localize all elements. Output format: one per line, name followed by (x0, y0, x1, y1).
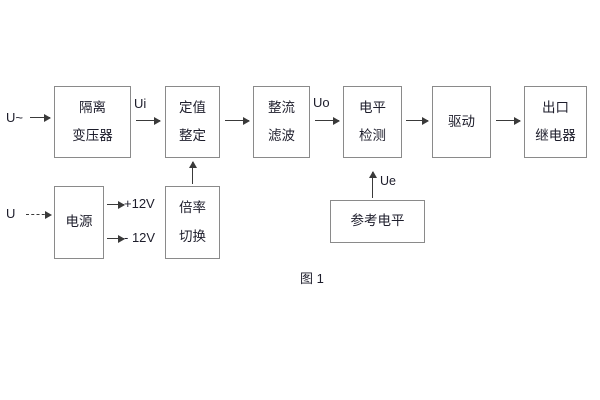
block-setting-value-line1: 定值 (179, 99, 206, 115)
arrow-reference-to-leveldetect (372, 172, 374, 198)
arrow-setting-to-rectify (225, 120, 249, 122)
block-rectify-filter[interactable]: 整流 滤波 (253, 86, 310, 158)
block-multiplier-switch-line1: 倍率 (179, 200, 206, 216)
ac-input-text: U~ (6, 110, 23, 125)
block-reference-level[interactable]: 参考电平 (330, 200, 425, 243)
dc-input-label: U (6, 206, 15, 221)
signal-ue-text: Ue (380, 174, 396, 188)
arrow-leveldetect-to-driver (406, 120, 428, 122)
signal-ui-text: Ui (134, 96, 147, 111)
arrow-multiplier-to-setting (192, 162, 194, 184)
arrow-driver-to-relay (496, 120, 520, 122)
signal-ui-label: Ui (134, 96, 146, 111)
block-isolation-transformer-line1: 隔离 (79, 99, 106, 115)
block-level-detect-line2: 检测 (359, 128, 386, 143)
signal-pos12v-text: +12V (124, 196, 155, 211)
block-output-relay-line1: 出口 (542, 99, 569, 115)
block-power-supply[interactable]: 电源 (54, 186, 104, 259)
ac-input-arrow (30, 117, 50, 119)
block-reference-level-line1: 参考电平 (350, 213, 405, 229)
block-rectify-filter-line1: 整流 (268, 99, 295, 115)
arrow-rectify-to-leveldetect (315, 120, 339, 122)
arrow-power-pos12v (107, 204, 124, 206)
ac-input-label: U~ (6, 110, 23, 125)
block-setting-value[interactable]: 定值 整定 (165, 86, 220, 158)
figure-caption-text: 图 1 (300, 271, 324, 286)
signal-neg12v-text: - 12V (124, 230, 156, 245)
signal-pos12v-label: +12V (124, 196, 155, 211)
block-isolation-transformer[interactable]: 隔离 变压器 (54, 86, 131, 158)
block-multiplier-switch[interactable]: 倍率 切换 (165, 186, 220, 259)
signal-neg12v-label: - 12V (124, 230, 155, 245)
signal-uo-label: Uo (313, 95, 330, 110)
block-multiplier-switch-line2: 切换 (179, 228, 206, 244)
signal-uo-text: Uo (313, 95, 330, 110)
block-rectify-filter-line2: 滤波 (268, 128, 295, 143)
block-driver-line1: 驱动 (448, 113, 475, 129)
figure-caption: 图 1 (300, 268, 324, 287)
block-output-relay[interactable]: 出口 继电器 (524, 86, 587, 158)
block-power-supply-line1: 电源 (65, 214, 93, 230)
arrow-transformer-to-setting (136, 120, 160, 122)
block-level-detect-line1: 电平 (359, 99, 386, 115)
signal-ue-label: Ue (380, 174, 396, 188)
dc-input-dashed-lead (26, 214, 50, 215)
arrow-power-neg12v (107, 238, 124, 240)
dc-input-text: U (6, 206, 16, 221)
block-isolation-transformer-line2: 变压器 (72, 128, 113, 143)
block-driver[interactable]: 驱动 (432, 86, 491, 158)
block-output-relay-line2: 继电器 (535, 128, 576, 143)
block-setting-value-line2: 整定 (179, 128, 206, 143)
block-level-detect[interactable]: 电平 检测 (343, 86, 402, 158)
